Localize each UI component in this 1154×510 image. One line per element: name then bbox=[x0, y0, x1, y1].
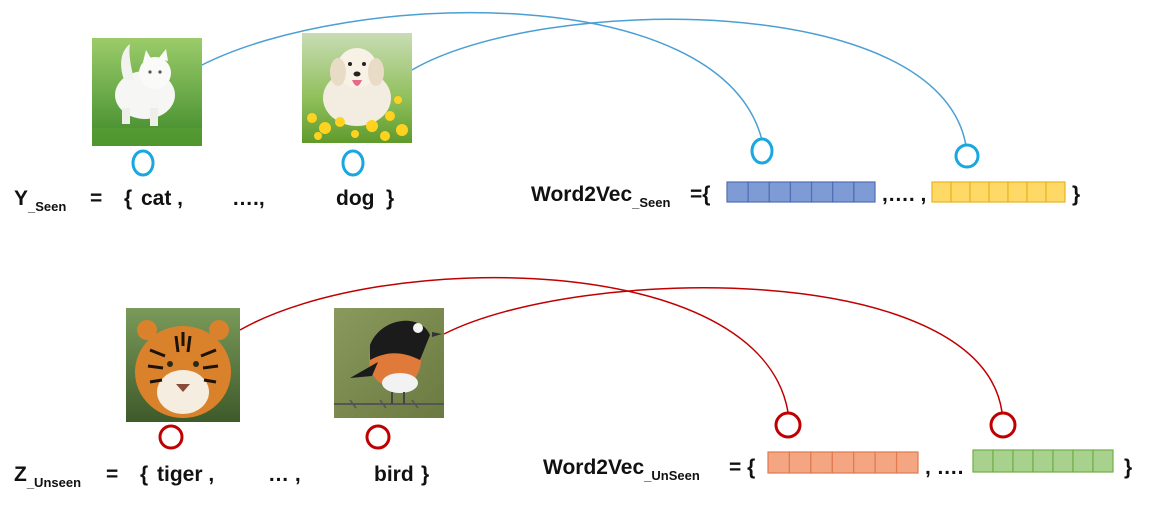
seen-vector-cat-cell bbox=[810, 181, 834, 203]
seen-vector-cat-cell bbox=[789, 181, 813, 203]
svg-text:Y_Seen: Y_Seen bbox=[14, 187, 66, 214]
unseen-marker-tiger bbox=[158, 424, 184, 450]
seen-w2v-separator: ,…. , bbox=[882, 183, 926, 206]
unseen-vector-tiger-cell bbox=[874, 451, 898, 474]
seen-marker-dog bbox=[341, 149, 365, 177]
unseen-vector-bird-cell bbox=[1032, 449, 1054, 473]
seen-set-label: Y bbox=[14, 187, 28, 210]
unseen-marker-vec-2 bbox=[989, 411, 1017, 439]
unseen-marker-bird bbox=[365, 424, 391, 450]
unseen-set-label: Z bbox=[14, 463, 27, 486]
unseen-set-subscript: _Unseen bbox=[26, 475, 81, 490]
unseen-vector-tiger-cell bbox=[788, 451, 812, 474]
unseen-vector-bird-cell bbox=[1092, 449, 1114, 473]
unseen-vector-tiger-cell bbox=[853, 451, 876, 474]
seen-w2v-equals-brace: ={ bbox=[690, 183, 710, 206]
seen-vector-cat-cell bbox=[768, 181, 792, 203]
unseen-link-tiger bbox=[239, 276, 789, 413]
unseen-link-bird bbox=[443, 287, 1003, 413]
unseen-open-brace: { bbox=[140, 463, 148, 486]
unseen-vector-tiger bbox=[767, 451, 919, 474]
unseen-vector-bird-cell bbox=[1072, 449, 1094, 473]
unseen-w2v-equals-brace: = { bbox=[729, 456, 755, 479]
unseen-vector-bird bbox=[972, 449, 1114, 473]
unseen-vector-tiger-cell bbox=[810, 451, 833, 474]
unseen-ellipsis: … , bbox=[268, 463, 301, 486]
cat-photo bbox=[92, 38, 202, 146]
unseen-close-brace: } bbox=[421, 463, 429, 486]
unseen-item-tiger: tiger , bbox=[157, 463, 214, 486]
unseen-vector-tiger-cell bbox=[831, 451, 855, 474]
seen-vector-cat-cell bbox=[832, 181, 855, 203]
unseen-vector-tiger-cell bbox=[767, 451, 791, 474]
unseen-item-bird: bird bbox=[374, 463, 414, 486]
unseen-vector-bird-cell bbox=[1052, 449, 1074, 473]
seen-item-cat: cat , bbox=[141, 187, 183, 210]
seen-vector-cat-cell bbox=[747, 181, 770, 203]
seen-link-dog bbox=[411, 18, 967, 147]
unseen-marker-vec-1 bbox=[774, 411, 802, 439]
seen-item-dog: dog bbox=[336, 187, 374, 210]
seen-marker-vec-2 bbox=[954, 143, 980, 169]
seen-w2v-subscript: _Seen bbox=[631, 195, 670, 210]
seen-vector-dog-cell bbox=[1007, 181, 1028, 203]
seen-vector-dog-cell bbox=[1026, 181, 1047, 203]
unseen-vector-bird-cell bbox=[972, 449, 994, 473]
svg-text:Word2Vec_UnSeen: Word2Vec_UnSeen bbox=[543, 456, 700, 483]
seen-link-cat bbox=[201, 11, 763, 141]
seen-marker-vec-1 bbox=[750, 137, 774, 165]
seen-set-subscript: _Seen bbox=[27, 199, 66, 214]
bird-photo bbox=[334, 308, 444, 418]
seen-vector-dog bbox=[931, 181, 1066, 203]
seen-close-brace: } bbox=[386, 187, 394, 210]
seen-marker-cat bbox=[131, 149, 155, 177]
seen-vector-dog-cell bbox=[1045, 181, 1066, 203]
seen-vector-cat-cell bbox=[726, 181, 749, 203]
seen-w2v-label: Word2Vec bbox=[531, 183, 632, 206]
seen-vector-dog-cell bbox=[969, 181, 990, 203]
seen-vector-cat-cell bbox=[853, 181, 876, 203]
unseen-vector-bird-cell bbox=[992, 449, 1014, 473]
unseen-vector-bird-cell bbox=[1012, 449, 1034, 473]
unseen-w2v-label: Word2Vec bbox=[543, 456, 644, 479]
tiger-photo bbox=[126, 308, 240, 422]
seen-vector-dog-cell bbox=[988, 181, 1009, 203]
unseen-vector-tiger-cell bbox=[895, 451, 919, 474]
svg-text:Z_Unseen: Z_Unseen bbox=[14, 463, 81, 490]
seen-vector-dog-cell bbox=[950, 181, 971, 203]
seen-ellipsis: …., bbox=[232, 187, 265, 210]
dog-photo bbox=[302, 33, 412, 143]
seen-open-brace: { bbox=[124, 187, 132, 210]
svg-text:Word2Vec_Seen: Word2Vec_Seen bbox=[531, 183, 671, 210]
unseen-equals: = bbox=[106, 463, 118, 486]
unseen-w2v-subscript: _UnSeen bbox=[643, 468, 700, 483]
seen-equals: = bbox=[90, 187, 102, 210]
seen-vector-cat bbox=[726, 181, 876, 203]
seen-w2v-close-brace: } bbox=[1072, 183, 1080, 206]
seen-vector-dog-cell bbox=[931, 181, 952, 203]
unseen-w2v-separator: , …. bbox=[925, 456, 964, 479]
unseen-w2v-close-brace: } bbox=[1124, 456, 1132, 479]
